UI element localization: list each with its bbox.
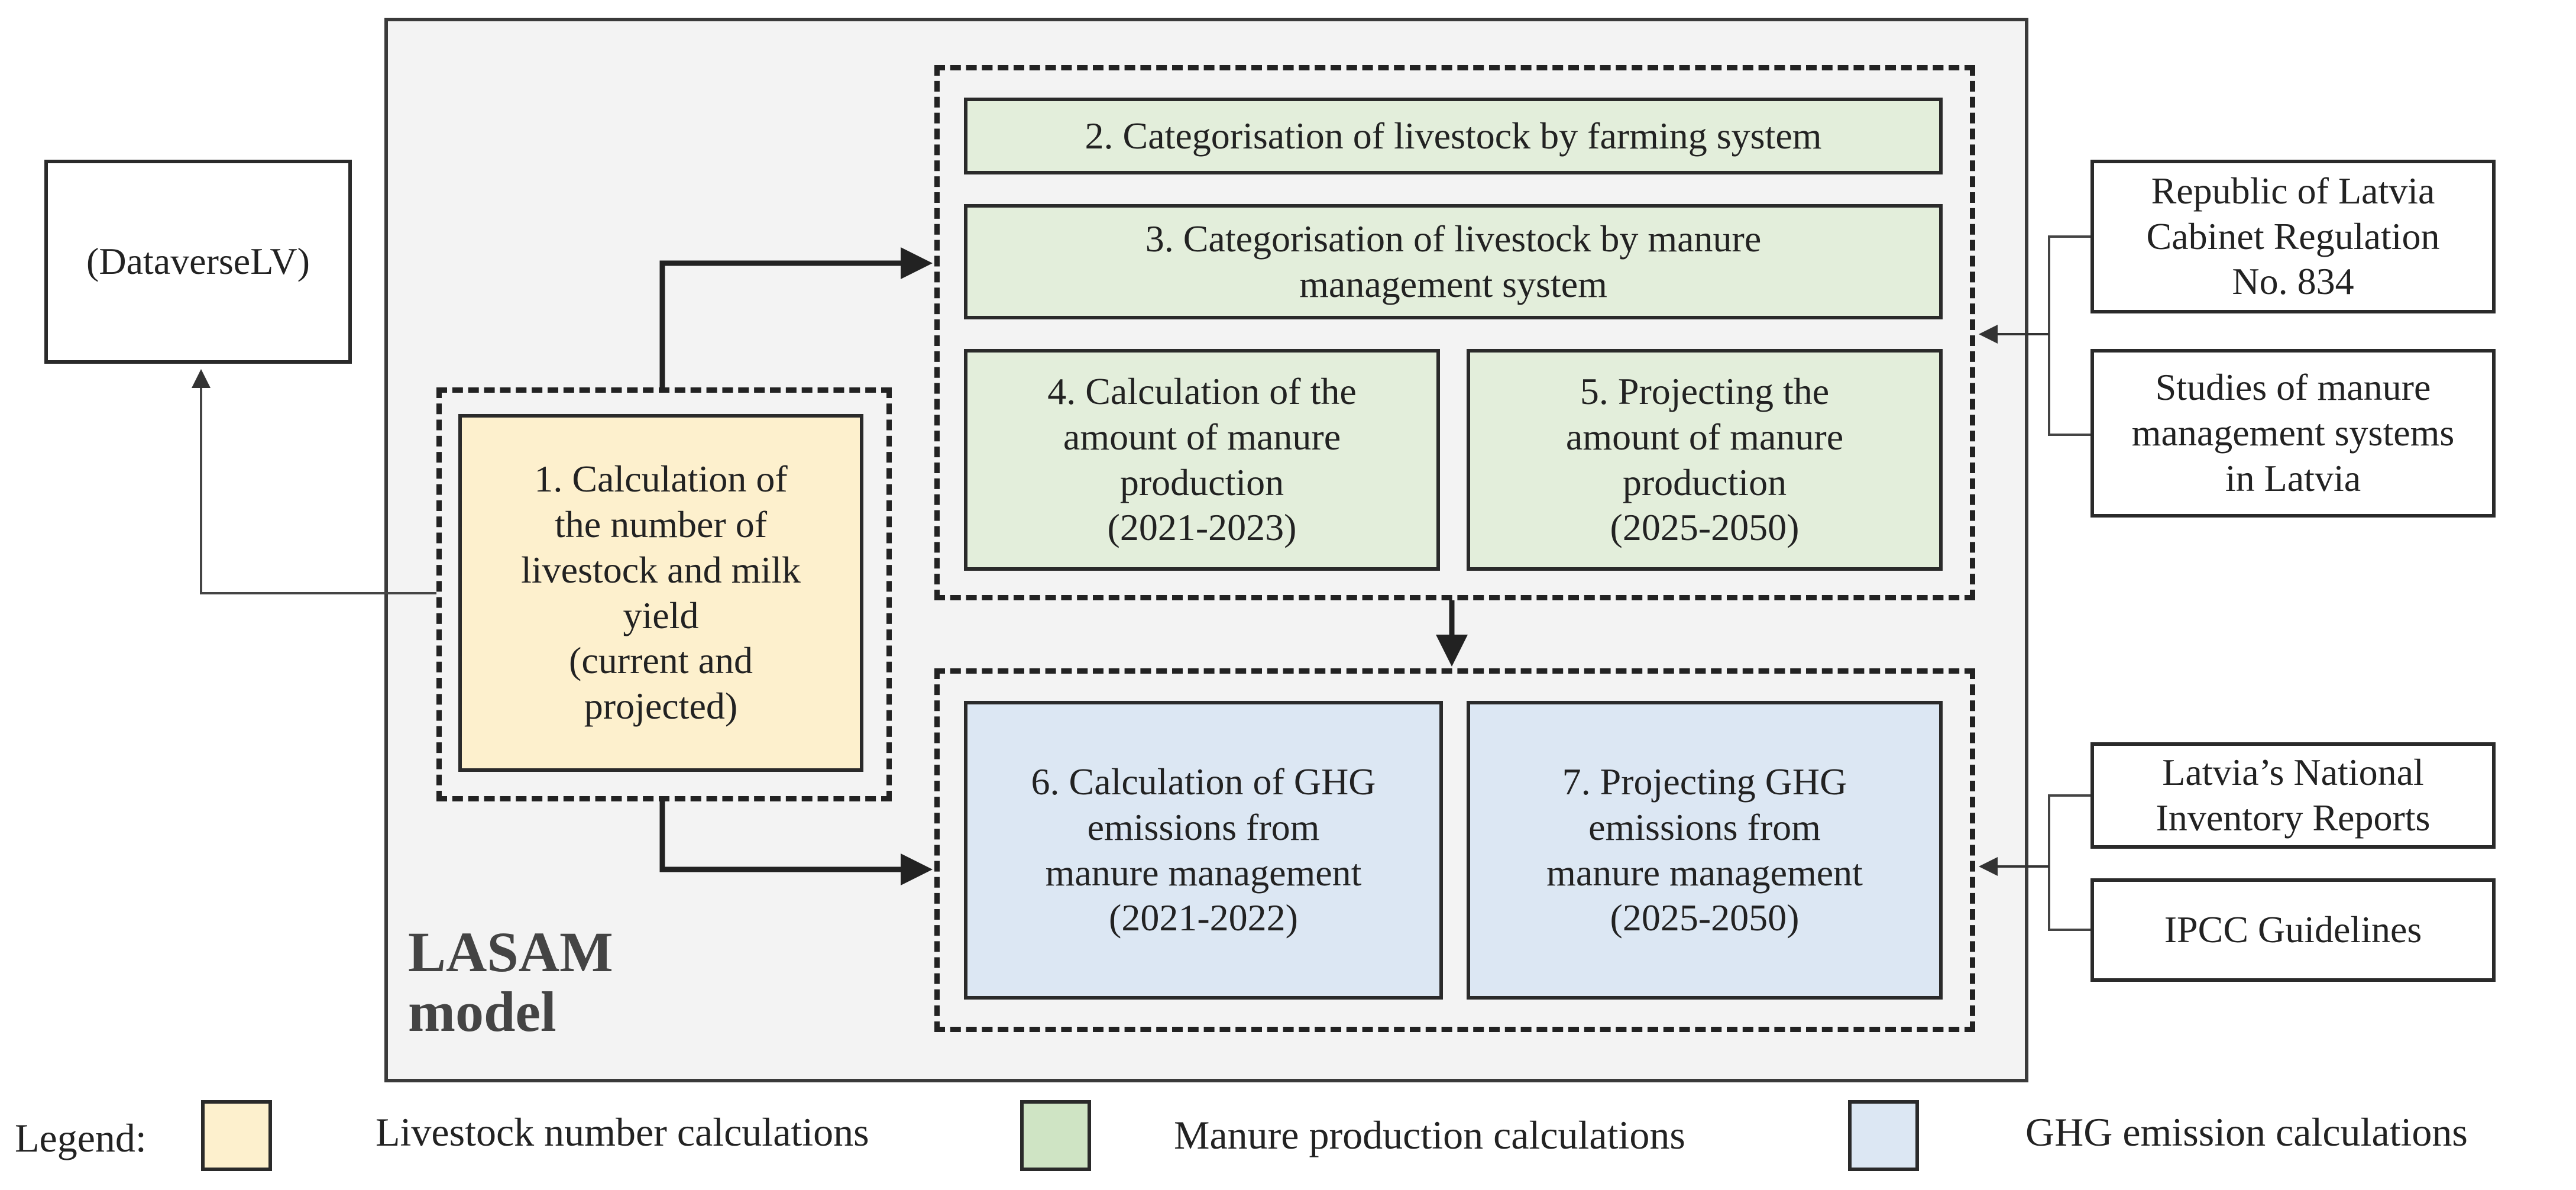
source-manure-studies: Studies of manure management systems in … bbox=[2090, 349, 2496, 518]
group-ghg-emissions bbox=[934, 668, 1975, 1032]
source-ipcc-guidelines: IPCC Guidelines bbox=[2090, 878, 2496, 982]
legend-swatch-manure bbox=[1020, 1100, 1091, 1171]
legend-item-livestock: Livestock number calculations bbox=[376, 1110, 869, 1155]
step-2-farming-system: 2. Categorisation of livestock by farmin… bbox=[964, 98, 1943, 174]
step-4-manure-production-calc: 4. Calculation of the amount of manure p… bbox=[964, 349, 1440, 571]
group-livestock bbox=[436, 387, 892, 801]
arrow-livestock-to-dataverse bbox=[192, 369, 436, 594]
model-title: LASAM model bbox=[408, 920, 613, 1043]
arrow-livestock-to-ghg bbox=[659, 801, 933, 885]
source-national-inventory: Latvia’s National Inventory Reports bbox=[2090, 742, 2496, 849]
bracket-ghg-sources bbox=[2048, 794, 2090, 931]
legend-item-manure: Manure production calculations bbox=[1174, 1113, 1685, 1157]
source-dataverselv: (DataverseLV) bbox=[44, 160, 352, 364]
bracket-manure-sources bbox=[2048, 235, 2090, 436]
legend-swatch-ghg bbox=[1848, 1100, 1919, 1171]
arrow-livestock-to-manure bbox=[659, 247, 933, 387]
source-cabinet-regulation: Republic of Latvia Cabinet Regulation No… bbox=[2090, 160, 2496, 313]
step-6-ghg-calc: 6. Calculation of GHG emissions from man… bbox=[964, 701, 1443, 1000]
step-3-manure-management-system: 3. Categorisation of livestock by manure… bbox=[964, 204, 1943, 319]
legend-item-ghg: GHG emission calculations bbox=[2025, 1110, 2468, 1155]
step-5-manure-production-projection: 5. Projecting the amount of manure produ… bbox=[1467, 349, 1943, 571]
group-manure-production bbox=[934, 65, 1975, 600]
step-1-livestock-number: 1. Calculation of the number of livestoc… bbox=[458, 414, 863, 772]
legend-swatch-livestock bbox=[201, 1100, 272, 1171]
legend-label: Legend: bbox=[15, 1115, 147, 1160]
step-7-ghg-projection: 7. Projecting GHG emissions from manure … bbox=[1467, 701, 1943, 1000]
